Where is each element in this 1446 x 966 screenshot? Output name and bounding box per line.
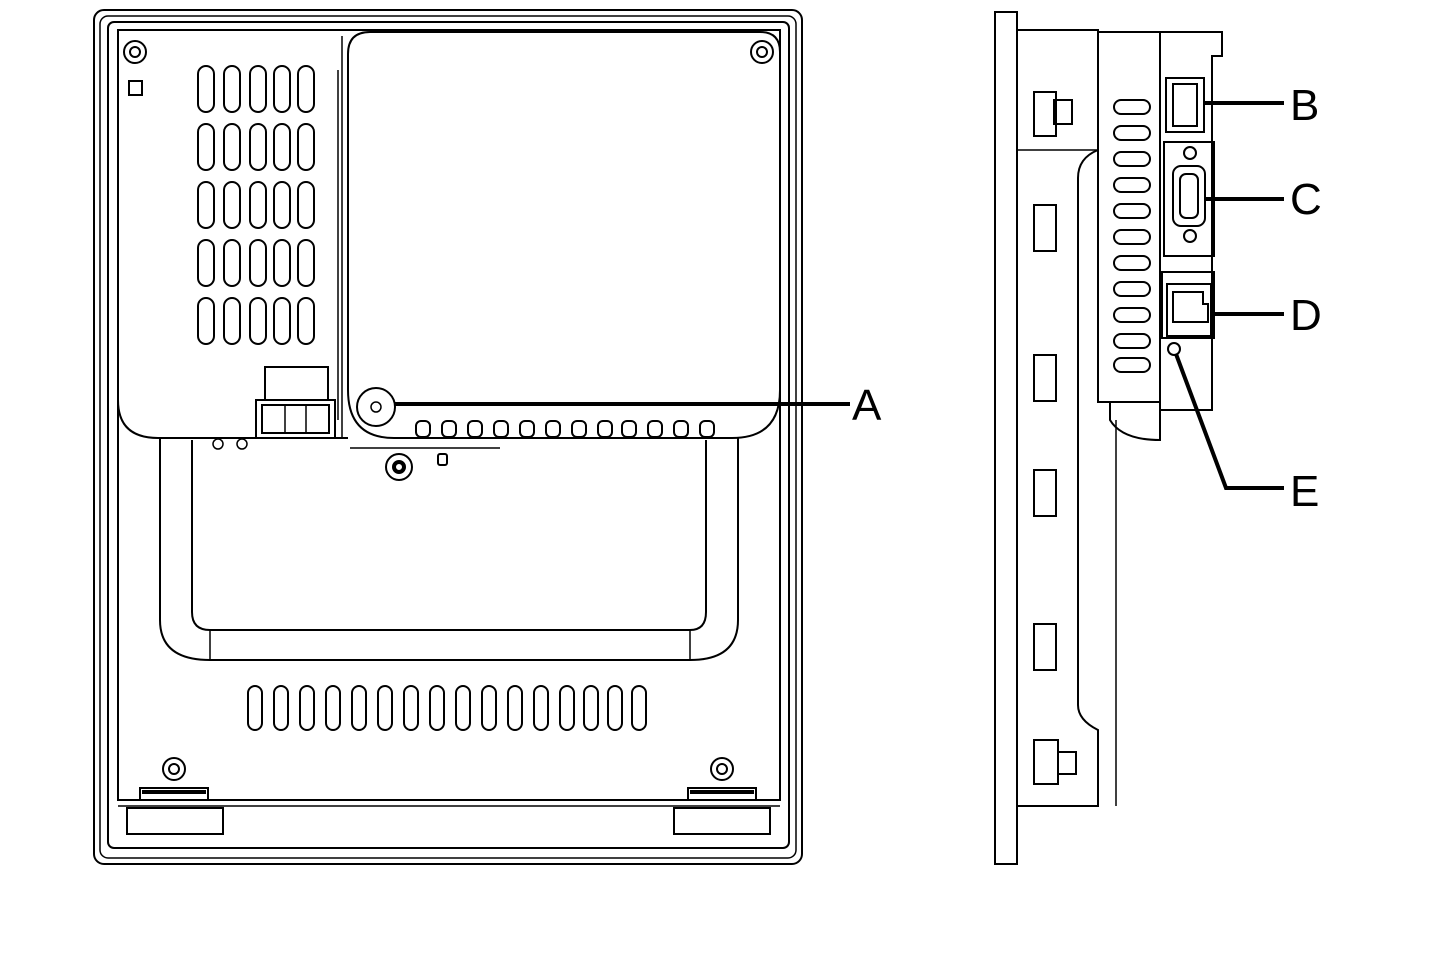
screw-bottom-right — [687, 757, 757, 800]
rear-left-cover — [117, 399, 348, 439]
callout-label-d: D — [1290, 291, 1322, 340]
mount-clip-left — [126, 807, 224, 835]
screw-top-left — [123, 40, 147, 64]
component-e-indicator — [1167, 342, 1181, 356]
screw-top-right — [750, 40, 774, 64]
vent-row-bottom — [247, 685, 647, 731]
rear-cover-side-step — [337, 36, 343, 438]
callout-label-b: B — [1290, 81, 1319, 130]
rear-view — [93, 9, 803, 865]
callout-label-c: C — [1290, 175, 1322, 224]
component-b-usb-port — [1165, 77, 1205, 133]
component-d-ethernet-port — [1161, 271, 1215, 339]
rear-stand-frame — [209, 630, 691, 660]
side-body — [1016, 29, 1099, 807]
rear-bezel — [107, 21, 790, 849]
side-rear-module-outer — [1160, 31, 1223, 411]
stand-screw — [385, 453, 413, 481]
side-latches — [1033, 91, 1077, 785]
stand-small-slot — [437, 453, 448, 466]
side-view — [394, 11, 1284, 865]
rear-housing — [117, 29, 781, 801]
side-vent-slots — [1113, 99, 1151, 373]
side-bezel — [994, 11, 1018, 865]
stand-pin-2 — [236, 438, 248, 450]
stand-pin-1 — [212, 438, 224, 450]
ground-symbol-icon — [128, 80, 143, 96]
power-connector — [255, 366, 336, 439]
mount-clip-right — [673, 807, 771, 835]
cover-latch-row — [415, 420, 715, 438]
rear-outer-frame — [93, 9, 803, 865]
side-stand-foot — [1109, 402, 1161, 442]
rear-stand-inner — [191, 440, 707, 631]
callout-label-a: A — [852, 381, 882, 430]
vent-grid-top — [197, 65, 315, 345]
component-a-round-boss — [356, 387, 396, 427]
leader-lines — [394, 101, 1284, 490]
rear-cover-panel — [347, 31, 781, 439]
rear-frame-inner-edge — [99, 15, 797, 859]
screw-bottom-left — [139, 757, 209, 800]
rear-stand-outer — [159, 438, 739, 661]
callout-label-e: E — [1290, 467, 1319, 516]
